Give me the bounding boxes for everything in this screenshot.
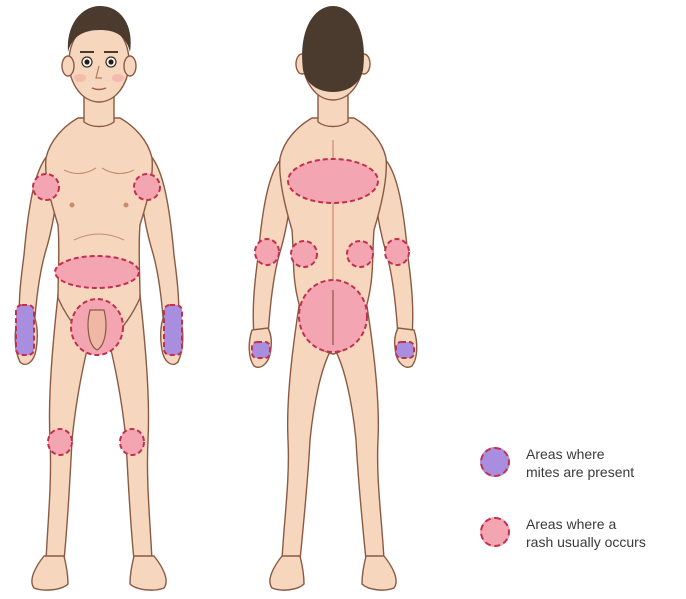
back-left-foot: [270, 556, 304, 590]
legend-rash-line1: Areas where a: [526, 515, 646, 533]
mites-swatch-icon: [480, 447, 510, 477]
mite-front-left-wrist: [16, 305, 34, 355]
legend-item-rash: Areas where a rash usually occurs: [480, 515, 646, 551]
front-right-cheek: [112, 74, 124, 82]
legend-mites-line2: mites are present: [526, 463, 634, 481]
legend-item-mites: Areas where mites are present: [480, 445, 634, 481]
back-hair: [302, 6, 364, 92]
back-right-foot: [362, 556, 396, 590]
rash-back-upper-back: [288, 159, 378, 203]
front-left-ear: [62, 56, 74, 76]
front-right-foot: [130, 556, 166, 590]
back-figure: [249, 6, 417, 590]
mite-back-right-wrist: [396, 342, 414, 358]
rash-front-left-knee: [48, 429, 72, 455]
front-left-cheek: [74, 74, 86, 82]
rash-back-right-lower-back: [347, 241, 373, 267]
legend-mites-label: Areas where mites are present: [526, 445, 634, 481]
front-figure: [15, 6, 183, 590]
front-left-pupil: [84, 59, 89, 64]
rash-back-left-lower-back: [291, 241, 317, 267]
rash-swatch-icon: [480, 517, 510, 547]
rash-back-left-elbow: [255, 239, 279, 265]
rash-front-right-armpit: [134, 174, 160, 200]
rash-front-left-armpit: [33, 174, 59, 200]
mite-back-left-wrist: [252, 342, 270, 358]
legend-rash-line2: rash usually occurs: [526, 533, 646, 551]
front-left-foot: [32, 556, 68, 590]
rash-front-waist: [55, 256, 139, 288]
legend-mites-line1: Areas where: [526, 445, 634, 463]
legend-rash-label: Areas where a rash usually occurs: [526, 515, 646, 551]
front-right-pupil: [108, 59, 113, 64]
rash-back-right-elbow: [385, 239, 409, 265]
front-right-ear: [124, 56, 136, 76]
rash-front-right-knee: [120, 429, 144, 455]
mite-front-right-wrist: [164, 305, 182, 355]
